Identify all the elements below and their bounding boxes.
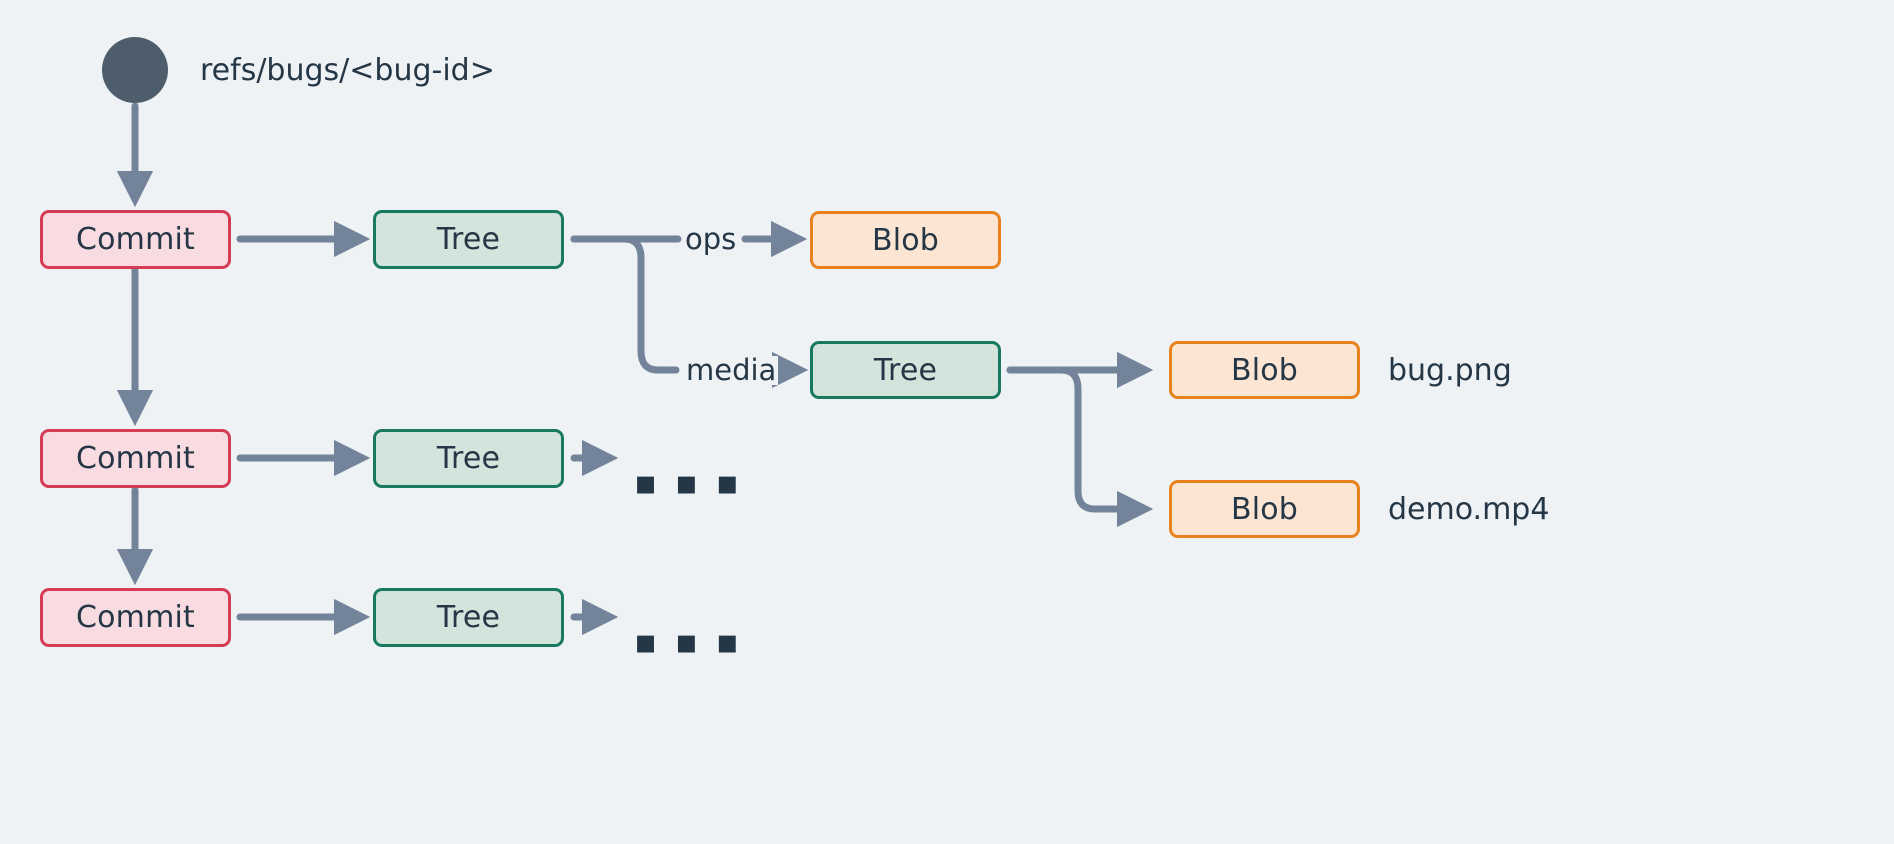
edge-label-media: media (684, 353, 779, 387)
file-label-bug-png: bug.png (1388, 353, 1512, 388)
ref-pointer-circle[interactable] (102, 37, 168, 103)
node-tree-root-1[interactable]: Tree (373, 210, 564, 269)
ref-label: refs/bugs/<bug-id> (200, 53, 495, 88)
node-blob-demo-mp4[interactable]: Blob (1169, 480, 1360, 538)
ellipsis-row-3: ▪ ▪ ▪ (634, 622, 742, 662)
node-commit-1[interactable]: Commit (40, 210, 231, 269)
node-tree-root-2[interactable]: Tree (373, 429, 564, 488)
ellipsis-row-2: ▪ ▪ ▪ (634, 463, 742, 503)
node-tree-root-3[interactable]: Tree (373, 588, 564, 647)
node-tree-media[interactable]: Tree (810, 341, 1001, 399)
file-label-demo-mp4: demo.mp4 (1388, 492, 1550, 527)
node-blob-bug-png[interactable]: Blob (1169, 341, 1360, 399)
edge-tree-1-to-media-label (570, 235, 680, 374)
node-commit-2[interactable]: Commit (40, 429, 231, 488)
edge-media-tree-to-blob-demo-mp4 (1006, 366, 1154, 528)
node-commit-3[interactable]: Commit (40, 588, 231, 647)
node-blob-ops[interactable]: Blob (810, 211, 1001, 269)
edge-label-ops: ops (683, 222, 739, 256)
